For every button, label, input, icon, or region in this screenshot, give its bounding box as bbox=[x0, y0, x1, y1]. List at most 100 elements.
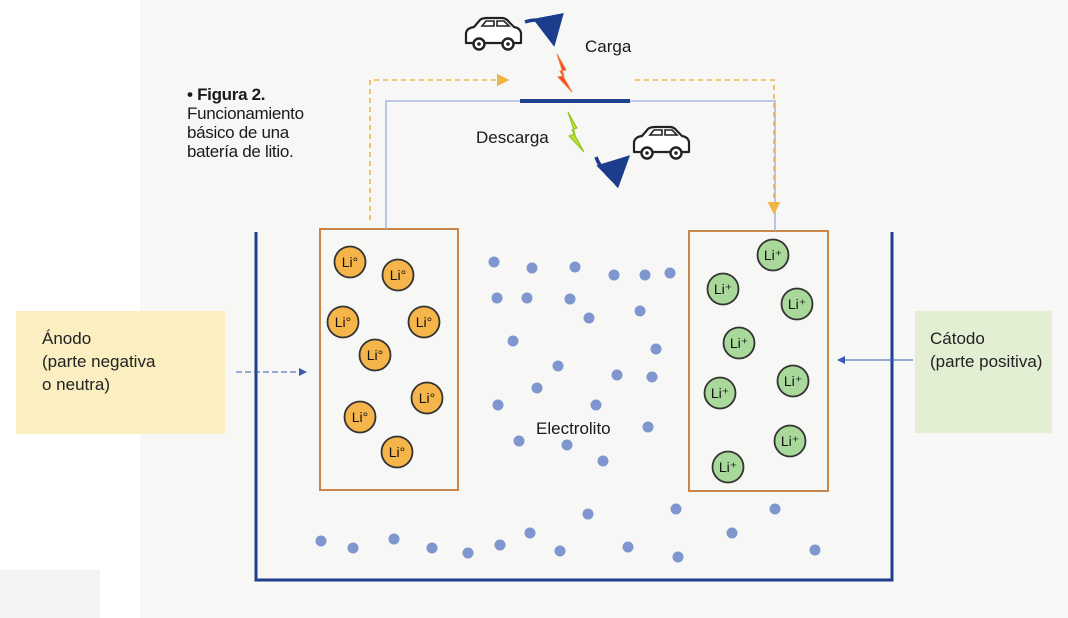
lightning-discharge-icon bbox=[567, 111, 585, 153]
electrolyte-particle bbox=[634, 305, 646, 317]
anodo-line-1: Ánodo bbox=[42, 329, 92, 348]
ion-label: Li⁺ bbox=[788, 296, 806, 312]
electrolyte-particle bbox=[726, 527, 738, 539]
positive-ions: Li⁺ Li⁺ Li⁺ Li⁺ Li⁺ Li⁺ Li⁺ Li⁺ bbox=[703, 238, 814, 484]
electrolyte-particle bbox=[646, 371, 658, 383]
ion: Li° bbox=[410, 381, 444, 415]
ion: Li⁺ bbox=[706, 272, 740, 306]
ion: Li° bbox=[407, 305, 441, 339]
background-left bbox=[0, 0, 140, 570]
electrolyte-particle bbox=[664, 267, 676, 279]
ion-label: Li° bbox=[367, 347, 384, 363]
ion-label: Li⁺ bbox=[781, 433, 799, 449]
electrolyte-particle bbox=[526, 262, 538, 274]
electrolyte-particle bbox=[642, 421, 654, 433]
electrolyte-particle bbox=[561, 439, 573, 451]
electrolyte-particle bbox=[554, 545, 566, 557]
cathode-electrode bbox=[688, 230, 829, 492]
electrolyte-particle bbox=[769, 503, 781, 515]
ion-label: Li⁺ bbox=[711, 385, 729, 401]
ion-label: Li⁺ bbox=[714, 281, 732, 297]
anodo-text: Ánodo (parte negativa o neutra) bbox=[42, 327, 155, 396]
figure-caption: • Figura 2. Funcionamiento básico de una… bbox=[187, 85, 304, 161]
electrolyte-particle bbox=[521, 292, 533, 304]
anodo-line-2: (parte negativa bbox=[42, 352, 156, 371]
electrolyte-particle bbox=[488, 256, 500, 268]
electrolyte-particle bbox=[552, 360, 564, 372]
ion-label: Li° bbox=[390, 267, 407, 283]
electrolyte-particle bbox=[590, 399, 602, 411]
electrolyte-particle bbox=[494, 539, 506, 551]
ion-label: Li° bbox=[419, 390, 436, 406]
ion: Li° bbox=[326, 305, 360, 339]
electrolyte-particle bbox=[491, 292, 503, 304]
electrolyte-particle bbox=[531, 382, 543, 394]
car-icon-discharge bbox=[632, 125, 691, 160]
ion: Li⁺ bbox=[722, 326, 756, 360]
catodo-line-1: Cátodo bbox=[930, 329, 985, 348]
ion: Li° bbox=[333, 245, 367, 279]
electrolyte-particle bbox=[672, 551, 684, 563]
carga-label: Carga bbox=[585, 37, 632, 56]
car-icon-charge bbox=[464, 16, 523, 51]
anode-electrode bbox=[319, 228, 459, 491]
electrolyte-particle bbox=[462, 547, 474, 559]
ion: Li° bbox=[381, 258, 415, 292]
electrolyte-particle bbox=[583, 312, 595, 324]
ion-label: Li° bbox=[352, 409, 369, 425]
electrolyte-particle bbox=[492, 399, 504, 411]
ion: Li⁺ bbox=[776, 364, 810, 398]
electrolyte-particle bbox=[513, 435, 525, 447]
electrolyte-particle bbox=[569, 261, 581, 273]
charge-curve-arrow bbox=[524, 12, 564, 47]
ion-label: Li° bbox=[335, 314, 352, 330]
catodo-text: Cátodo (parte positiva) bbox=[930, 327, 1042, 373]
charge-arrow-left bbox=[369, 73, 510, 220]
background-corner bbox=[0, 570, 100, 618]
electrolyte-particle bbox=[608, 269, 620, 281]
anodo-line-3: o neutra) bbox=[42, 375, 111, 394]
external-circuit-wire bbox=[385, 100, 776, 231]
ion: Li⁺ bbox=[711, 450, 745, 484]
electrolyte-particle bbox=[507, 335, 519, 347]
ion: Li° bbox=[380, 435, 414, 469]
catodo-line-2: (parte positiva) bbox=[930, 352, 1043, 371]
ion: Li⁺ bbox=[773, 424, 807, 458]
electrolyte-particle bbox=[426, 542, 438, 554]
ion-label: Li° bbox=[342, 254, 359, 270]
ion-label: Li° bbox=[389, 444, 406, 460]
ion: Li⁺ bbox=[703, 376, 737, 410]
caption-line-3: batería de litio. bbox=[187, 142, 294, 161]
electrolyte-particle bbox=[650, 343, 662, 355]
ion: Li° bbox=[343, 400, 377, 434]
electrolyte-particle bbox=[388, 533, 400, 545]
ion: Li° bbox=[358, 338, 392, 372]
electrolyte-particle bbox=[582, 508, 594, 520]
electrolito-label: Electrolito bbox=[536, 419, 611, 438]
caption-line-2: básico de una bbox=[187, 123, 289, 142]
electrolyte-particle bbox=[622, 541, 634, 553]
electrolyte-particle bbox=[564, 293, 576, 305]
electrolyte-particle bbox=[809, 544, 821, 556]
ion: Li⁺ bbox=[756, 238, 790, 272]
ion-label: Li⁺ bbox=[764, 247, 782, 263]
catodo-box: Cátodo (parte positiva) bbox=[915, 311, 1052, 433]
electrolyte-tank bbox=[254, 232, 894, 582]
electrolyte-dots bbox=[315, 256, 821, 563]
electrolyte-particle bbox=[315, 535, 327, 547]
descarga-label: Descarga bbox=[476, 128, 549, 147]
neutral-ions: Li° Li° Li° Li° Li° Li° Li° Li° bbox=[326, 245, 444, 469]
electrolyte-particle bbox=[670, 503, 682, 515]
discharge-curve-arrow bbox=[594, 155, 631, 189]
ion-label: Li⁺ bbox=[730, 335, 748, 351]
anodo-box: Ánodo (parte negativa o neutra) bbox=[16, 311, 225, 434]
figure-title: • Figura 2. bbox=[187, 85, 266, 104]
electrolyte-particle bbox=[639, 269, 651, 281]
charge-arrow-right bbox=[635, 79, 781, 215]
ion-label: Li° bbox=[416, 314, 433, 330]
lightning-charge-icon bbox=[556, 53, 573, 93]
electrolyte-particle bbox=[597, 455, 609, 467]
ion: Li⁺ bbox=[780, 287, 814, 321]
